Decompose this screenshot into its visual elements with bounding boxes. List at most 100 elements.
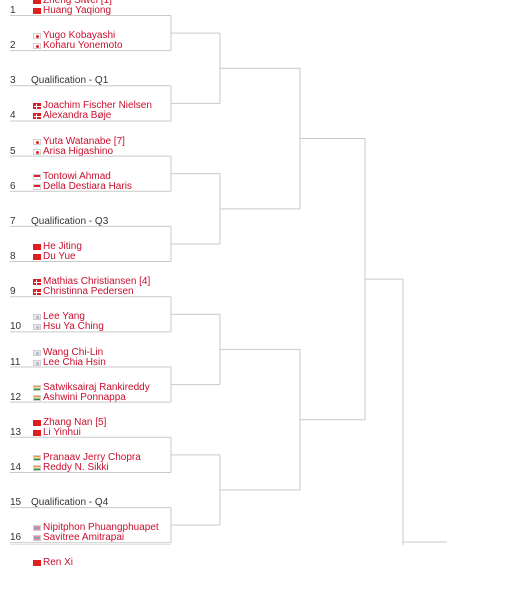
- player-name[interactable]: Yuta Watanabe [7]: [43, 135, 125, 147]
- player-name[interactable]: Tontowi Ahmad: [43, 170, 111, 182]
- qualifier-label: Qualification - Q1: [31, 75, 109, 87]
- player-name[interactable]: Du Yue: [43, 251, 76, 263]
- id-flag-icon: [33, 173, 41, 180]
- player-name[interactable]: Zheng Siwei [1]: [43, 0, 112, 6]
- player-link[interactable]: Joachim Fischer Nielsen: [33, 101, 152, 111]
- draw-position-number: 10: [10, 321, 22, 333]
- player-name[interactable]: Joachim Fischer Nielsen: [43, 100, 152, 112]
- player-link[interactable]: Alexandra Bøje: [33, 111, 111, 121]
- draw-position-number: 13: [10, 426, 22, 438]
- player-name[interactable]: Lee Yang: [43, 311, 85, 323]
- draw-position-number: 7: [10, 215, 16, 227]
- th-flag-icon: [33, 525, 41, 532]
- draw-entry: 13 Zhang Nan [5]Li Yinhui: [0, 417, 175, 454]
- player-link[interactable]: Satwiksairaj Rankireddy: [33, 381, 150, 393]
- cn-flag-icon: [33, 8, 41, 14]
- qualifier-label: Qualification - Q4: [31, 497, 109, 509]
- in-flag-icon: [33, 454, 41, 461]
- player-link[interactable]: Tontowi Ahmad: [33, 170, 111, 182]
- player-name[interactable]: Satwiksairaj Rankireddy: [43, 381, 150, 393]
- player-name[interactable]: Christinna Pedersen: [43, 286, 134, 298]
- dk-flag-icon: [33, 103, 42, 111]
- player-name[interactable]: He Jiting: [43, 241, 82, 253]
- bracket-lines: [10, 15, 447, 545]
- player-link[interactable]: Huang Yaqiong: [33, 6, 111, 16]
- player-name[interactable]: Della Destiara Haris: [43, 180, 132, 192]
- player-link[interactable]: Della Destiara Haris: [33, 180, 132, 192]
- player-name[interactable]: Li Yinhui: [43, 426, 81, 438]
- player-name[interactable]: Hsu Ya Ching: [43, 321, 104, 333]
- cn-flag-icon: [33, 244, 41, 251]
- player-name[interactable]: Wang Chi-Lin: [43, 346, 104, 358]
- player-link[interactable]: Zhang Nan [5]: [33, 416, 107, 428]
- player-name[interactable]: Ren Xi: [43, 557, 74, 569]
- draw-position-number: 8: [10, 251, 16, 263]
- player-link[interactable]: Ashwini Ponnappa: [33, 391, 126, 403]
- player-link[interactable]: Du Yue: [33, 252, 76, 262]
- player-name[interactable]: Zhang Nan [5]: [43, 416, 107, 428]
- in-flag-icon: [33, 464, 41, 471]
- jp-flag-icon: [33, 33, 41, 40]
- player-name[interactable]: Koharu Yonemoto: [43, 40, 123, 52]
- player-name[interactable]: Yugo Kobayashi: [43, 30, 116, 42]
- player-link[interactable]: Arisa Higashino: [33, 145, 114, 157]
- player-name[interactable]: Alexandra Bøje: [43, 110, 112, 122]
- player-link[interactable]: Ren Xi: [33, 558, 73, 568]
- player-name[interactable]: Ashwini Ponnappa: [43, 391, 126, 403]
- id-flag-icon: [33, 183, 41, 190]
- player-link[interactable]: Nipitphon Phuangphuapet: [33, 523, 159, 533]
- player-link[interactable]: Yuta Watanabe [7]: [33, 135, 125, 147]
- player-name[interactable]: Reddy N. Sikki: [43, 461, 109, 473]
- player-name[interactable]: Pranaav Jerry Chopra: [43, 451, 141, 463]
- tw-flag-icon: [33, 314, 41, 321]
- tw-flag-icon: [33, 324, 41, 331]
- player-link[interactable]: Yugo Kobayashi: [33, 31, 115, 41]
- draw-position-number: 1: [10, 5, 16, 16]
- player-link[interactable]: Lee Yang: [33, 312, 85, 322]
- player-name[interactable]: Huang Yaqiong: [43, 5, 112, 16]
- player-link[interactable]: Pranaav Jerry Chopra: [33, 451, 141, 463]
- tw-flag-icon: [33, 359, 41, 366]
- draw-position-number: 12: [10, 391, 22, 403]
- draw-position-number: 4: [10, 110, 16, 122]
- player-name[interactable]: Nipitphon Phuangphuapet: [43, 522, 159, 534]
- dk-flag-icon: [33, 113, 42, 121]
- player-name[interactable]: Lee Chia Hsin: [43, 356, 106, 368]
- player-link[interactable]: Li Yinhui: [33, 426, 81, 438]
- draw-position-number: 14: [10, 461, 22, 473]
- player-link[interactable]: Reddy N. Sikki: [33, 461, 109, 473]
- tw-flag-icon: [33, 349, 41, 356]
- player-link[interactable]: Mathias Christiansen [4]: [33, 277, 150, 287]
- player-name[interactable]: Mathias Christiansen [4]: [43, 276, 151, 288]
- player-link[interactable]: Savitree Amitrapai: [33, 533, 124, 543]
- th-flag-icon: [33, 535, 41, 542]
- player-name[interactable]: Savitree Amitrapai: [43, 532, 125, 544]
- player-link[interactable]: He Jiting: [33, 242, 82, 252]
- jp-flag-icon: [33, 138, 41, 145]
- draw-position-number: 16: [10, 532, 22, 544]
- cn-flag-icon: [33, 419, 41, 426]
- player-link[interactable]: Hsu Ya Ching: [33, 322, 104, 332]
- player-name[interactable]: Arisa Higashino: [43, 145, 114, 157]
- draw-position-number: 11: [10, 356, 21, 368]
- cn-flag-icon: [33, 0, 41, 4]
- player-link[interactable]: Koharu Yonemoto: [33, 41, 123, 51]
- draw-entry: 1 Zheng Siwei [1]Huang Yaqiong: [0, 0, 175, 32]
- player-link[interactable]: Christinna Pedersen: [33, 287, 134, 297]
- in-flag-icon: [33, 394, 41, 401]
- jp-flag-icon: [33, 148, 41, 155]
- player-link[interactable]: Wang Chi-Lin: [33, 346, 104, 358]
- player-link[interactable]: Lee Chia Hsin: [33, 356, 106, 368]
- player-link[interactable]: Zheng Siwei [1]: [33, 0, 112, 6]
